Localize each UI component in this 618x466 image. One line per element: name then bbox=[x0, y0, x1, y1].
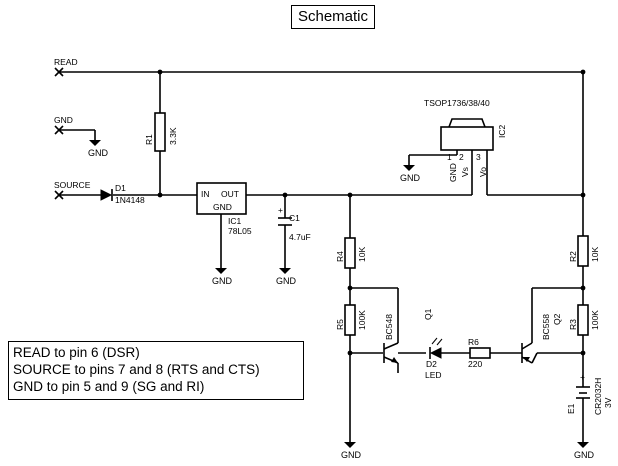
r1-value: 3.3K bbox=[168, 127, 178, 145]
resistor-r5: R5 100K bbox=[335, 304, 367, 336]
r5-ref: R5 bbox=[335, 319, 345, 330]
resistor-r1: R1 3.3K bbox=[144, 112, 178, 152]
terminal-gnd: GND bbox=[54, 115, 73, 135]
svg-text:GND: GND bbox=[341, 450, 362, 460]
note-source: SOURCE to pins 7 and 8 (RTS and CTS) bbox=[13, 362, 260, 377]
q1-value: BC548 bbox=[384, 314, 394, 340]
svg-text:GND: GND bbox=[400, 173, 421, 183]
r2-ref: R2 bbox=[568, 251, 578, 262]
ic2-pin1: 1 bbox=[447, 152, 452, 162]
note-gnd: GND to pin 5 and 9 (SG and RI) bbox=[13, 379, 205, 394]
transistor-q2: BC558 Q2 bbox=[521, 313, 562, 364]
r5-value: 100K bbox=[357, 310, 367, 330]
q2-ref: Q2 bbox=[552, 313, 562, 325]
d2-value: LED bbox=[425, 370, 442, 380]
svg-text:GND: GND bbox=[574, 450, 595, 460]
d1-ref: D1 bbox=[115, 183, 126, 193]
r1-ref: R1 bbox=[144, 134, 154, 145]
terminal-source-label: SOURCE bbox=[54, 180, 91, 190]
resistor-r2: R2 10K bbox=[568, 235, 600, 267]
resistor-r6: R6 220 bbox=[468, 337, 491, 369]
ground-symbol-ic1: GND bbox=[212, 268, 233, 286]
ground-symbol-ic2: GND bbox=[400, 165, 421, 183]
ic1-ref: IC1 bbox=[228, 216, 242, 226]
e1-ref: E1 bbox=[566, 403, 576, 414]
resistor-r4: R4 10K bbox=[335, 237, 367, 269]
ground-symbol-left: GND bbox=[341, 442, 362, 460]
r6-ref: R6 bbox=[468, 337, 479, 347]
schematic-title: Schematic bbox=[291, 5, 375, 29]
r2-value: 10K bbox=[590, 247, 600, 262]
terminal-gnd-label: GND bbox=[54, 115, 73, 125]
resistor-r3: R3 100K bbox=[568, 304, 600, 336]
r6-value: 220 bbox=[468, 359, 482, 369]
transistor-q1: BC548 Q1 bbox=[383, 308, 433, 364]
ic2-pin3: 3 bbox=[476, 152, 481, 162]
ic1-pin-gnd: GND bbox=[213, 202, 232, 212]
ic2-ref: IC2 bbox=[497, 125, 507, 139]
d2-ref: D2 bbox=[426, 359, 437, 369]
ic2-pin2: 2 bbox=[459, 152, 464, 162]
svg-text:GND: GND bbox=[212, 276, 233, 286]
terminal-source: SOURCE bbox=[54, 180, 91, 200]
ground-symbol-right: GND bbox=[574, 442, 595, 460]
q2-value: BC558 bbox=[541, 314, 551, 340]
r4-value: 10K bbox=[357, 247, 367, 262]
ic2-pin-vo: Vo bbox=[478, 167, 488, 177]
ground-symbol-terminal: GND bbox=[88, 140, 109, 158]
ic1-pin-out: OUT bbox=[221, 189, 239, 199]
ic2-pin-gnd: GND bbox=[448, 163, 458, 182]
note-read: READ to pin 6 (DSR) bbox=[13, 345, 140, 360]
regulator-ic1: IN OUT GND IC1 78L05 bbox=[196, 182, 252, 236]
wires bbox=[60, 71, 584, 442]
ir-receiver-ic2: TSOP1736/38/40 IC2 1 2 3 GND Vs Vo bbox=[424, 98, 507, 182]
e1-polarity: + bbox=[580, 372, 585, 382]
capacitor-c1: + C1 4.7uF bbox=[278, 205, 311, 242]
terminal-read: READ bbox=[54, 57, 78, 77]
svg-text:+: + bbox=[278, 205, 283, 215]
svg-text:GND: GND bbox=[88, 148, 109, 158]
c1-ref: C1 bbox=[289, 213, 300, 223]
ground-symbols: GND GND GND GND GND GND bbox=[88, 140, 595, 460]
d1-value: 1N4148 bbox=[115, 195, 145, 205]
ic2-pin-vs: Vs bbox=[460, 167, 470, 177]
c1-value: 4.7uF bbox=[289, 232, 311, 242]
e1-value: CR2032H bbox=[593, 378, 603, 415]
led-d2: D2 LED bbox=[425, 337, 443, 380]
r3-ref: R3 bbox=[568, 319, 578, 330]
svg-text:GND: GND bbox=[276, 276, 297, 286]
e1-voltage: 3V bbox=[603, 397, 613, 408]
q1-ref: Q1 bbox=[423, 308, 433, 320]
ic1-pin-in: IN bbox=[201, 189, 210, 199]
ground-symbol-c1: GND bbox=[276, 268, 297, 286]
diode-d1: D1 1N4148 bbox=[100, 183, 145, 205]
ic1-value: 78L05 bbox=[228, 226, 252, 236]
wiring-notes: READ to pin 6 (DSR) SOURCE to pins 7 and… bbox=[8, 341, 304, 400]
battery-e1: + E1 CR2032H 3V bbox=[566, 372, 613, 415]
junctions bbox=[157, 69, 586, 356]
r3-value: 100K bbox=[590, 310, 600, 330]
terminal-read-label: READ bbox=[54, 57, 78, 67]
r4-ref: R4 bbox=[335, 251, 345, 262]
ic2-value: TSOP1736/38/40 bbox=[424, 98, 490, 108]
